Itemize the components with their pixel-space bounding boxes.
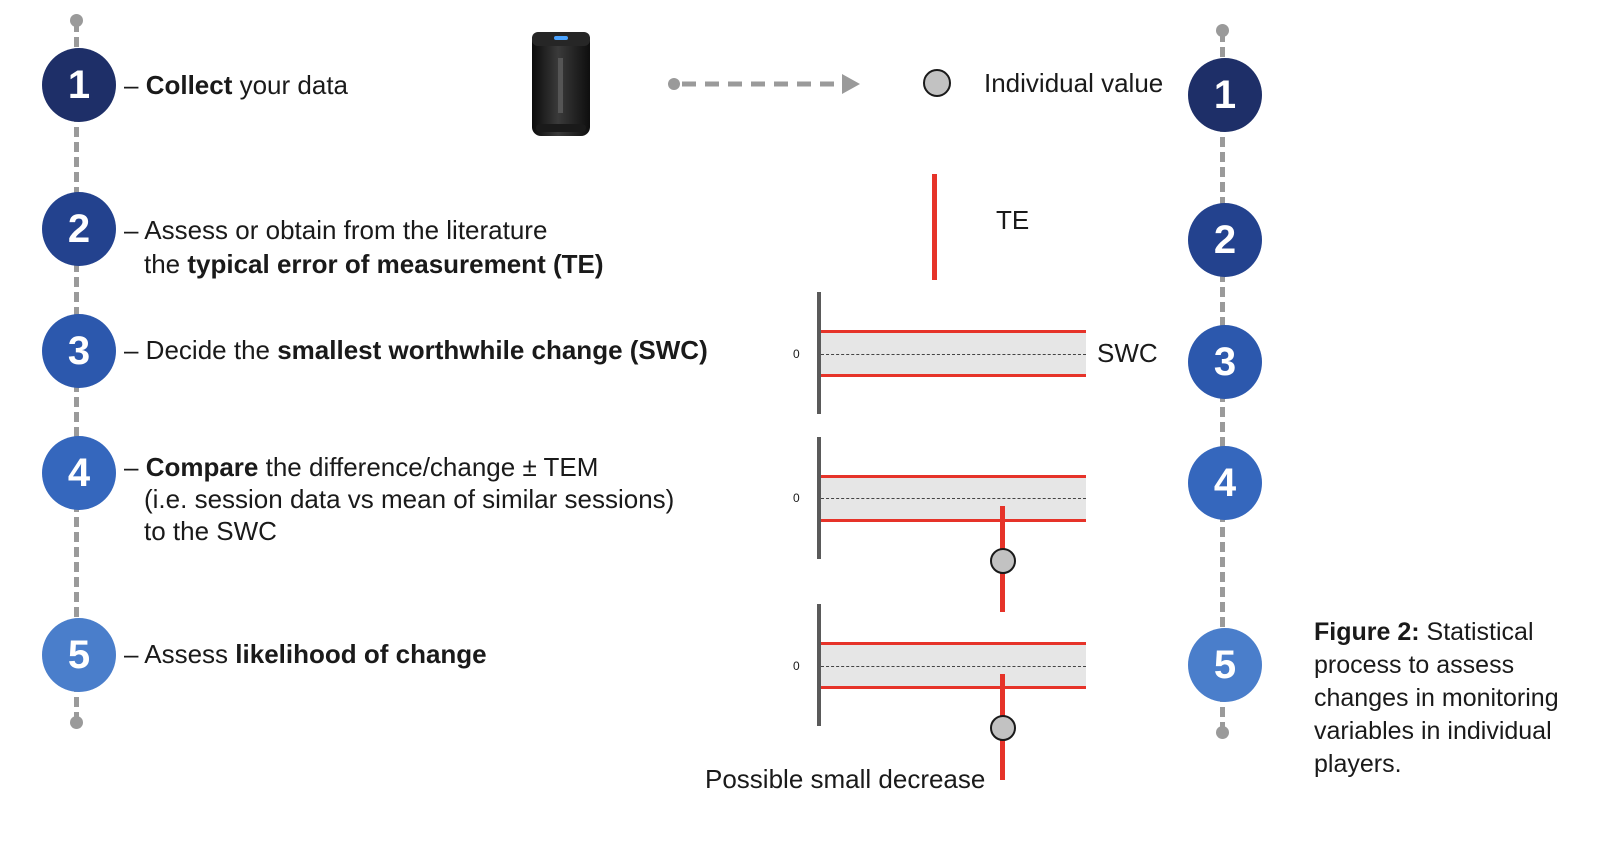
zero-line [821,498,1086,499]
panel-axis [817,437,821,559]
step-1-rest: your data [232,70,349,100]
step-number: 4 [1213,460,1237,505]
swc-upper-line [821,330,1086,333]
individual-value-marker-icon [923,69,951,97]
step-number: 3 [67,328,91,373]
right-step-4-circle: 4 [1188,446,1262,520]
panel-axis [817,292,821,414]
step-5-bold: likelihood of change [235,639,487,669]
caption-text: Statistical process to assess changes in… [1314,618,1559,778]
swc-lower-line [821,374,1086,377]
step-2-line-1: – Assess or obtain from the literature [124,215,548,245]
individual-value-label: Individual value [984,68,1164,98]
figure-caption: Figure 2: Statistical process to assess … [1314,616,1564,781]
step-5-text: – Assess likelihood of change [124,637,487,671]
swc-upper-line [821,642,1086,645]
right-step-5-circle: 5 [1188,628,1262,702]
individual-value-point [990,548,1016,574]
te-marker [932,174,937,280]
individual-value-point [990,715,1016,741]
panel-band [821,644,1086,687]
step-4-rest: the difference/change ± TEM [258,452,599,482]
zero-tick-label: 0 [793,347,800,361]
step-2-text: – Assess or obtain from the literature t… [124,213,604,281]
step-5-pre: – Assess [124,639,236,669]
step-4-line-2: (i.e. session data vs mean of similar se… [144,484,675,514]
left-timeline-bottom-cap [70,716,83,729]
dash: – [124,70,146,100]
arrow-right-icon [668,74,860,94]
step-1-bold: Collect [145,70,233,100]
left-step-3-circle: 3 [42,314,116,388]
right-timeline-top-cap [1216,24,1229,37]
right-step-2-circle: 2 [1188,203,1262,277]
step-number: 5 [67,632,91,677]
dash: – [124,452,146,482]
step-1-text: – Collect your data [124,68,348,102]
left-timeline-top-cap [70,14,83,27]
step-2-line-2-bold: typical error of measurement (TE) [187,249,604,279]
left-step-1-circle: 1 [42,48,116,122]
step-number: 1 [67,62,91,107]
step-2-line-2-pre: the [144,249,188,279]
zero-line [821,354,1086,355]
swc-lower-line [821,519,1086,522]
swc-label: SWC [1097,338,1158,368]
left-step-2-circle: 2 [42,192,116,266]
swc-upper-line [821,475,1086,478]
zero-line [821,666,1086,667]
caption-label: Figure 2: [1314,618,1420,646]
step-number: 3 [1213,339,1237,384]
step-3-text: – Decide the smallest worthwhile change … [124,333,708,367]
zero-tick-label: 0 [793,659,800,673]
right-timeline-bottom-cap [1216,726,1229,739]
left-step-5-circle: 5 [42,618,116,692]
left-step-4-circle: 4 [42,436,116,510]
step-number: 4 [67,450,91,495]
step-4-text: – Compare the difference/change ± TEM (i… [124,451,674,547]
device-icon [532,32,590,136]
swc-lower-line [821,686,1086,689]
step-4-bold: Compare [145,452,259,482]
step-3-pre: – Decide the [124,335,278,365]
step-number: 2 [67,206,91,251]
step-number: 5 [1213,642,1237,687]
possible-small-decrease-label: Possible small decrease [705,764,986,794]
step-number: 2 [1213,217,1237,262]
te-label: TE [996,205,1030,235]
panel-axis [817,604,821,726]
zero-tick-label: 0 [793,491,800,505]
panel-band [821,332,1086,375]
right-step-3-circle: 3 [1188,325,1262,399]
right-step-1-circle: 1 [1188,58,1262,132]
step-3-bold: smallest worthwhile change (SWC) [277,335,708,365]
step-number: 1 [1213,72,1237,117]
step-4-line-3: to the SWC [144,516,277,546]
